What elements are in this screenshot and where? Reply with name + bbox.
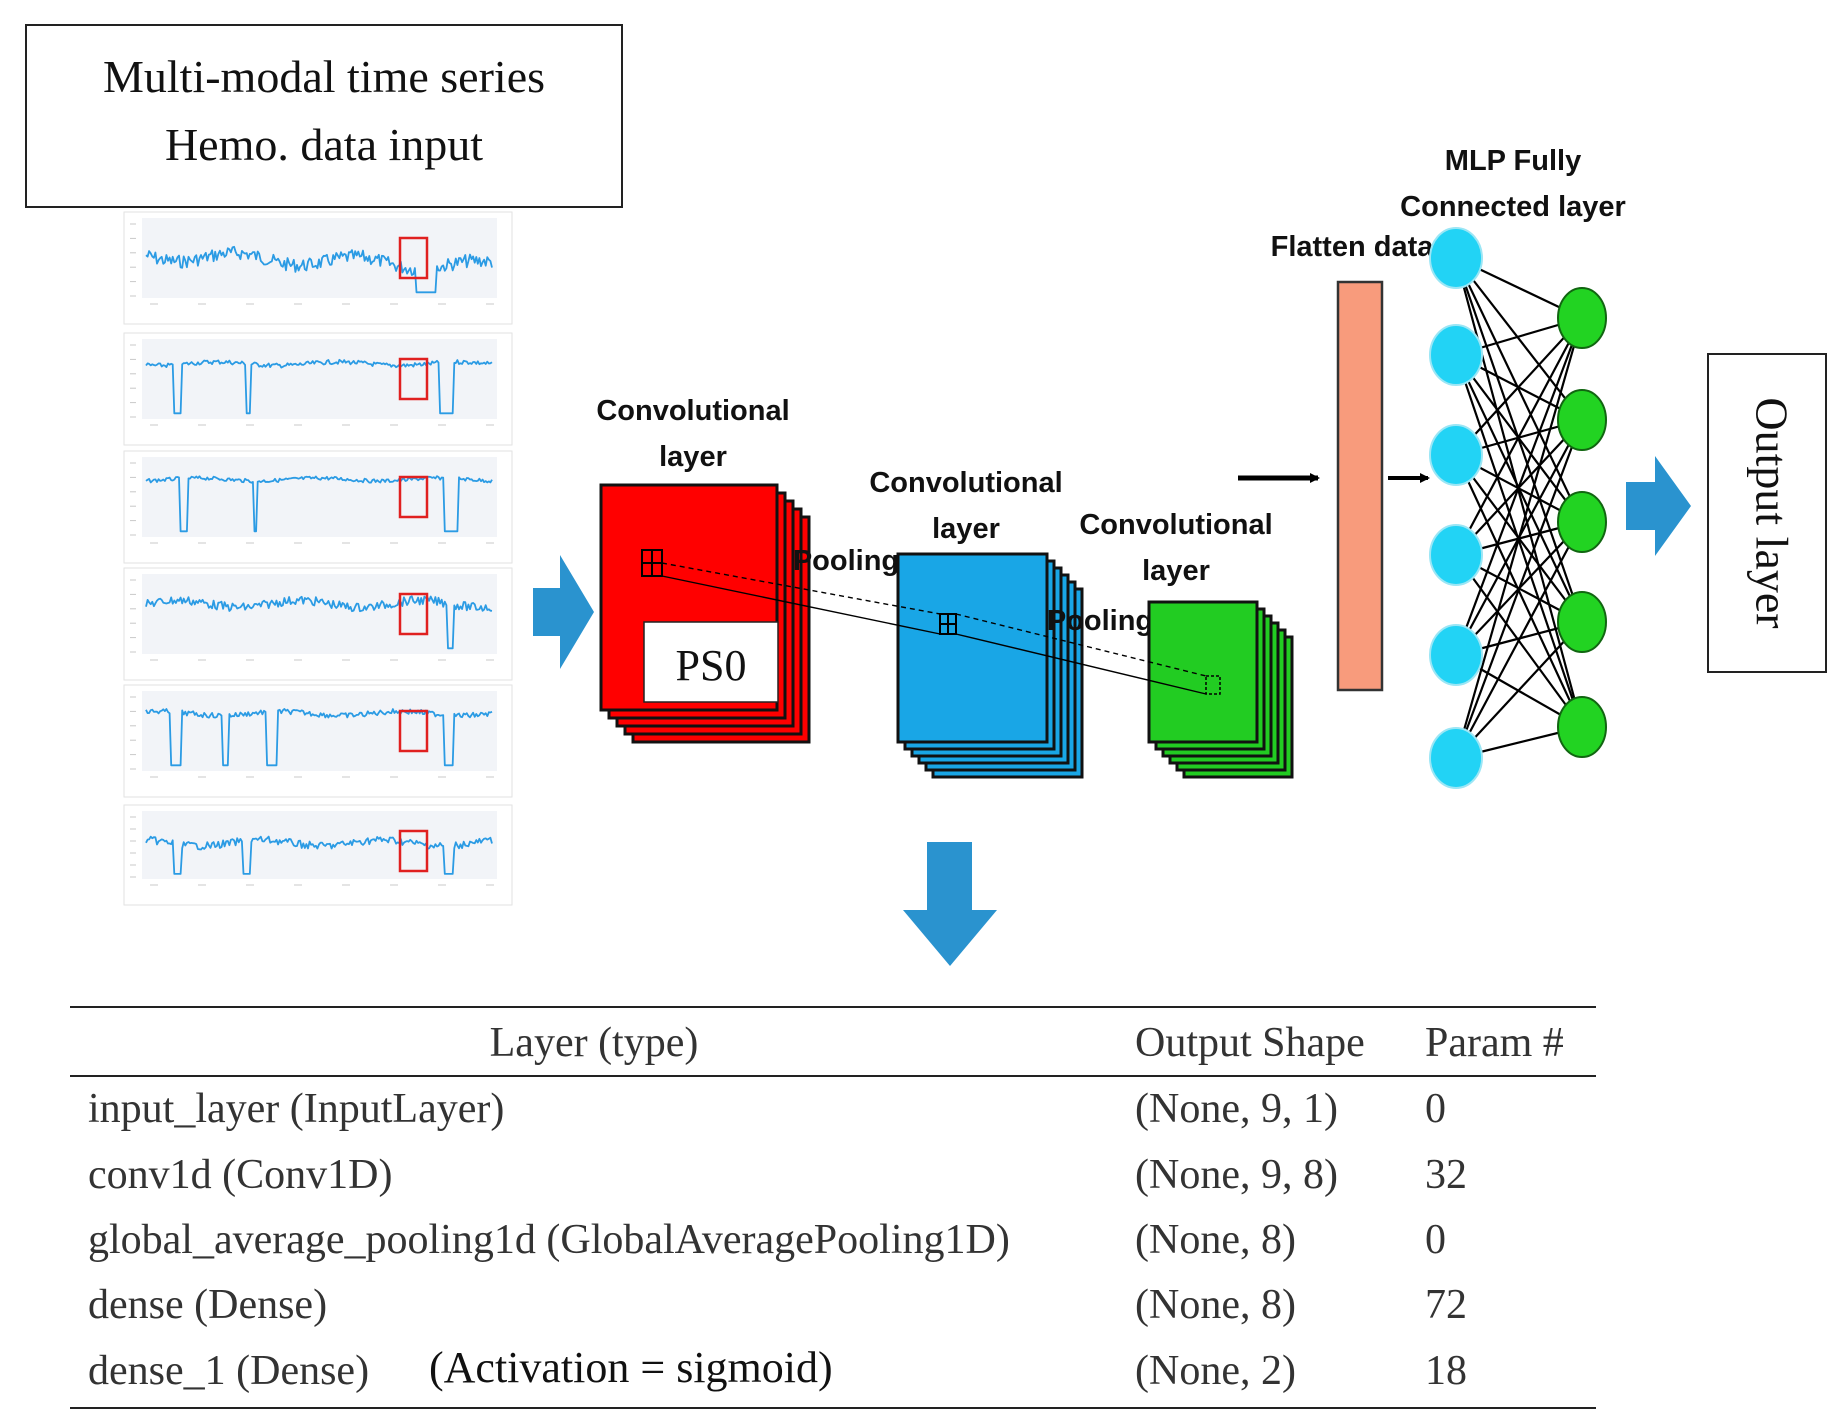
output-neuron (1557, 491, 1607, 553)
table-row: input_layer (InputLayer) (None, 9, 1) 0 (88, 1086, 1446, 1132)
mlp-fully-connected: MLP Fully Connected layer (1400, 145, 1626, 789)
kernel-icon (939, 613, 957, 635)
table-row: dense (Dense) (None, 8) 72 (88, 1282, 1467, 1328)
mlp-edges (1454, 257, 1584, 760)
input-title-line2: Hemo. data input (165, 119, 483, 170)
time-series-panel (123, 450, 513, 564)
time-series-panel (123, 211, 513, 325)
kernel-icon (1205, 675, 1221, 695)
output-layer-label: Output layer (1746, 397, 1797, 628)
input-neuron (1429, 624, 1483, 686)
conv3-label-line2: layer (1142, 555, 1210, 587)
output-layer-box: Output layer (1707, 353, 1827, 673)
time-series-panel (123, 332, 513, 446)
receptive-field-lines (661, 562, 1207, 695)
pooling-label-1: Pooling (793, 545, 899, 577)
output-neuron (1557, 591, 1607, 653)
flatten-bar (1336, 280, 1384, 692)
conv2-label-line1: Convolutional (869, 467, 1062, 499)
input-title-line1: Multi-modal time series (103, 51, 545, 102)
ps0-box (643, 621, 779, 703)
model-summary-table: Layer (type) Output Shape Param # input_… (70, 1006, 1596, 1409)
output-neuron (1557, 696, 1607, 758)
highlight-window (398, 475, 429, 519)
highlight-window (398, 236, 429, 280)
row-layer-name: dense (Dense) (88, 1282, 327, 1328)
input-neuron (1429, 524, 1483, 586)
activation-note: (Activation = sigmoid) (429, 1343, 833, 1392)
mlp-label-line2: Connected layer (1400, 191, 1626, 223)
row-param-count: 72 (1425, 1282, 1467, 1328)
highlight-window (398, 709, 429, 753)
mlp-nodes (1429, 227, 1607, 789)
flatten-label: Flatten data (1271, 231, 1435, 263)
right-arrow-icon (1626, 456, 1691, 556)
time-series-panel (123, 684, 513, 798)
row-output-shape: (None, 9, 1) (1135, 1086, 1338, 1132)
output-neuron (1557, 287, 1607, 349)
row-output-shape: (None, 8) (1135, 1282, 1296, 1328)
header-output-shape: Output Shape (1135, 1020, 1365, 1066)
pooling-label-2: Pooling (1047, 605, 1153, 637)
row-output-shape: (None, 2) (1135, 1348, 1296, 1394)
row-layer-name: input_layer (InputLayer) (88, 1086, 504, 1132)
input-neuron (1429, 227, 1483, 289)
header-param-count: Param # (1425, 1020, 1564, 1066)
conv-layer-1: Convolutional layer PS0 (596, 395, 811, 744)
table-row: conv1d (Conv1D) (None, 9, 8) 32 (88, 1152, 1467, 1198)
input-neuron (1429, 424, 1483, 486)
highlight-window (398, 829, 429, 873)
row-output-shape: (None, 9, 8) (1135, 1152, 1338, 1198)
row-param-count: 32 (1425, 1152, 1467, 1198)
feature-map (896, 552, 1049, 744)
table-row: global_average_pooling1d (GlobalAverageP… (88, 1217, 1446, 1263)
conv1-label-line2: layer (659, 441, 727, 473)
flatten-layer: Flatten data (1271, 231, 1435, 692)
mlp-label-line1: MLP Fully (1445, 145, 1581, 177)
feature-map (1147, 600, 1259, 744)
time-series-panel (123, 804, 513, 906)
conv1-label-line1: Convolutional (596, 395, 789, 427)
output-neuron (1557, 389, 1607, 451)
time-series-panel (123, 567, 513, 681)
input-neuron (1429, 727, 1483, 789)
conv-layer-2: Convolutional layer (869, 467, 1084, 779)
right-arrow-icon (533, 555, 594, 669)
header-layer-type: Layer (type) (490, 1020, 699, 1066)
input-title-box: Multi-modal time series Hemo. data input (25, 24, 623, 208)
conv2-label-line2: layer (932, 513, 1000, 545)
row-param-count: 0 (1425, 1217, 1446, 1263)
conv3-label-line1: Convolutional (1079, 509, 1272, 541)
row-layer-name: dense_1 (Dense) (88, 1348, 369, 1394)
highlight-window (398, 357, 429, 401)
down-arrow-icon (903, 842, 997, 966)
row-output-shape: (None, 8) (1135, 1217, 1296, 1263)
row-layer-name: conv1d (Conv1D) (88, 1152, 392, 1198)
time-series-panels (123, 211, 513, 906)
highlight-window (398, 592, 429, 636)
row-param-count: 18 (1425, 1348, 1467, 1394)
ps0-label: PS0 (676, 641, 747, 690)
conv-layer-3: Convolutional layer (1079, 509, 1294, 779)
table-row: dense_1 (Dense) (None, 2) 18 (88, 1348, 1467, 1394)
input-neuron (1429, 324, 1483, 386)
row-layer-name: global_average_pooling1d (GlobalAverageP… (88, 1217, 1010, 1263)
row-param-count: 0 (1425, 1086, 1446, 1132)
